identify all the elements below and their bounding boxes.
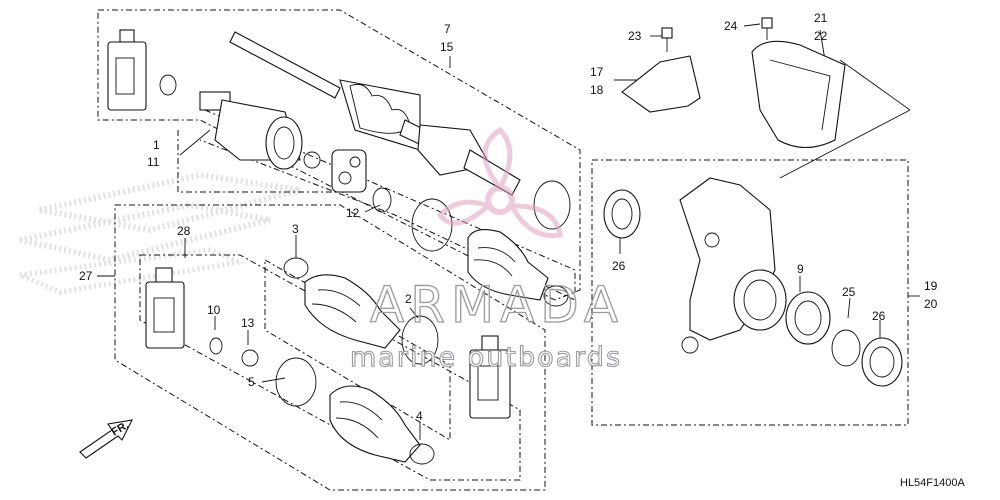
leader-lines [97, 23, 920, 440]
callout-24: 24 [724, 19, 738, 33]
snap-ring-icon [159, 74, 177, 96]
callout-19: 19 [924, 279, 938, 293]
oil-seal-icon [861, 337, 903, 387]
callout-26-left: 26 [612, 259, 626, 273]
callout-20: 20 [924, 297, 938, 311]
callout-2: 2 [405, 292, 412, 306]
bolt-icon [661, 27, 673, 52]
callout-17: 17 [590, 65, 604, 79]
inner-joint-icon [199, 91, 303, 170]
tripod-icon [331, 149, 367, 193]
watermark: ARMADA marine outboards [349, 126, 624, 374]
callout-12: 12 [346, 206, 360, 220]
snap-ring-icon [241, 349, 259, 367]
boot-band-icon [401, 315, 439, 365]
oil-seal-icon [603, 189, 641, 239]
snap-ring-icon [372, 187, 392, 213]
callouts: 7 15 1 11 12 3 28 27 2 10 13 5 4 23 17 1… [79, 11, 938, 423]
callout-23: 23 [628, 29, 642, 43]
callout-27: 27 [79, 269, 93, 283]
boot-band-icon [543, 285, 569, 307]
callout-21: 21 [814, 11, 828, 25]
bolt-icon [761, 17, 773, 40]
callout-18: 18 [590, 83, 604, 97]
guard-icon [621, 55, 701, 113]
dust-boot-icon [304, 274, 401, 349]
dust-boot-icon [329, 385, 421, 463]
callout-25: 25 [842, 285, 856, 299]
callout-11: 11 [147, 155, 160, 169]
callout-1: 1 [153, 138, 160, 152]
callout-3: 3 [292, 222, 299, 236]
callout-15: 15 [440, 40, 454, 54]
front-arrow-icon: FR. [79, 419, 133, 459]
snap-ring-icon [831, 329, 861, 367]
callout-13: 13 [241, 316, 255, 330]
boot-band-icon [275, 357, 317, 407]
grease-tube-icon [107, 29, 147, 111]
grease-tube-icon [145, 267, 185, 349]
grease-tube-icon [469, 335, 511, 419]
callout-5: 5 [248, 375, 255, 389]
callout-26-right: 26 [872, 309, 886, 323]
watermark-logo-icon [10, 171, 301, 295]
watermark-tagline: marine outboards [350, 342, 622, 373]
boot-band-icon [283, 257, 309, 279]
snap-ring-icon [303, 151, 321, 169]
boot-band-icon [409, 443, 435, 465]
callout-10: 10 [207, 303, 221, 317]
callout-9: 9 [797, 262, 804, 276]
boot-band-icon [533, 180, 571, 230]
propeller-icon [436, 126, 563, 239]
callout-22: 22 [814, 29, 828, 43]
callout-7: 7 [444, 22, 451, 36]
dust-boot-icon [467, 229, 549, 301]
bearing-icon [785, 291, 831, 345]
watermark-brand: ARMADA [370, 276, 624, 334]
callout-4: 4 [416, 409, 423, 423]
diagram-code: HL54F1400A [900, 477, 965, 489]
knuckle-icon [679, 177, 787, 354]
snap-ring-icon [209, 337, 223, 355]
arm-guard-icon [751, 40, 846, 149]
callout-28: 28 [177, 224, 191, 238]
